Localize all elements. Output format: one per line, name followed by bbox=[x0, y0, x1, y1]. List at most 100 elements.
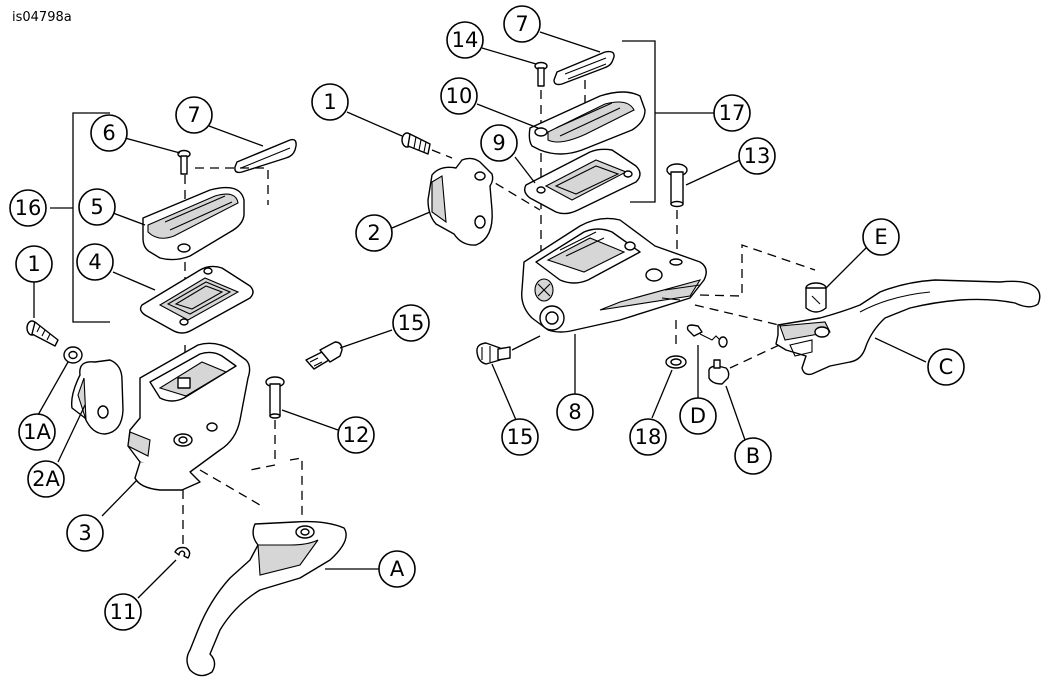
leader-15-right bbox=[491, 363, 517, 421]
part-3-master-cylinder-body bbox=[127, 342, 251, 491]
left-assembly bbox=[26, 112, 393, 677]
callout-3-text: 3 bbox=[78, 521, 91, 545]
leader-3 bbox=[101, 479, 138, 517]
callout-1-right: 1 bbox=[311, 83, 349, 121]
guide-line-body-lever bbox=[199, 469, 261, 506]
part-6-screw bbox=[177, 149, 191, 175]
leader-1a bbox=[37, 361, 69, 416]
leader-c bbox=[874, 337, 927, 363]
figure-id-label: is04798a bbox=[12, 10, 72, 25]
part-e-bushing bbox=[805, 282, 827, 313]
callout-8: 8 bbox=[556, 393, 594, 431]
guide-line-adjuster bbox=[729, 339, 791, 369]
part-c-lever bbox=[775, 279, 1041, 376]
bracket-16 bbox=[72, 112, 110, 323]
callout-7-right: 7 bbox=[503, 5, 541, 43]
callout-16-text: 16 bbox=[15, 196, 42, 220]
callout-12: 12 bbox=[337, 416, 375, 454]
leader-14 bbox=[481, 47, 537, 65]
leader-4 bbox=[112, 271, 156, 291]
leader-e bbox=[825, 247, 867, 289]
callout-b: B bbox=[734, 437, 772, 475]
guide-line-lever-a bbox=[289, 457, 303, 520]
right-assembly bbox=[346, 31, 1041, 441]
callout-2-text: 2 bbox=[367, 221, 380, 245]
part-1-right-bolt bbox=[401, 132, 431, 155]
callout-1-right-text: 1 bbox=[323, 90, 336, 114]
guide-line-lever-c-top bbox=[699, 244, 816, 297]
callout-2: 2 bbox=[355, 214, 393, 252]
callout-a: A bbox=[378, 550, 416, 588]
part-14-screw bbox=[534, 61, 548, 87]
leader-7-right bbox=[539, 31, 601, 53]
bracket-17 bbox=[622, 40, 656, 203]
leader-10 bbox=[476, 103, 539, 129]
callout-e: E bbox=[862, 218, 900, 256]
callout-17: 17 bbox=[713, 94, 751, 132]
part-10-cover bbox=[528, 91, 646, 155]
callout-7-left: 7 bbox=[175, 96, 213, 134]
callout-9-text: 9 bbox=[492, 131, 505, 155]
part-18-washer bbox=[665, 355, 687, 369]
part-4-diaphragm bbox=[139, 265, 254, 334]
guide-line-pin bbox=[249, 420, 276, 471]
callout-10-text: 10 bbox=[446, 84, 473, 108]
callout-2a: 2A bbox=[27, 460, 65, 498]
guide-line-lever-c-mid bbox=[694, 304, 801, 331]
callout-18: 18 bbox=[629, 418, 667, 456]
guide-line-bolt-right bbox=[431, 149, 541, 211]
callout-b-text: B bbox=[746, 444, 760, 468]
callout-5: 5 bbox=[78, 188, 116, 226]
part-d-spring bbox=[686, 324, 728, 348]
leader-b bbox=[725, 385, 746, 441]
part-13-pivot-pin bbox=[666, 163, 688, 208]
leader-1-right bbox=[346, 111, 403, 137]
leader-11 bbox=[137, 559, 177, 599]
callout-4-text: 4 bbox=[88, 250, 101, 274]
callout-15-right: 15 bbox=[501, 418, 539, 456]
callout-1a-text: 1A bbox=[23, 420, 51, 444]
part-15-right-fitting bbox=[476, 342, 511, 365]
callout-d: D bbox=[679, 397, 717, 435]
callout-11: 11 bbox=[104, 593, 142, 631]
part-8-master-cylinder-body bbox=[521, 217, 707, 333]
part-2a-clamp bbox=[70, 359, 124, 435]
guide-line-sight-glass bbox=[195, 167, 269, 205]
callout-1a: 1A bbox=[18, 413, 56, 451]
callout-6-text: 6 bbox=[102, 121, 115, 145]
callout-6: 6 bbox=[90, 114, 128, 152]
callout-13-text: 13 bbox=[744, 144, 771, 168]
callout-14: 14 bbox=[446, 21, 484, 59]
callout-2a-text: 2A bbox=[32, 467, 60, 491]
part-12-pivot-pin bbox=[265, 376, 285, 419]
leader-13 bbox=[685, 159, 741, 186]
callout-e-text: E bbox=[874, 225, 887, 249]
callout-18-text: 18 bbox=[635, 425, 662, 449]
part-5-cover bbox=[142, 186, 245, 261]
callout-8-text: 8 bbox=[568, 400, 581, 424]
callout-15-left: 15 bbox=[392, 304, 430, 342]
part-15-left-fitting bbox=[305, 341, 343, 370]
leader-2 bbox=[391, 211, 431, 229]
part-b-adjuster bbox=[708, 359, 730, 385]
leader-15-right-top bbox=[511, 335, 541, 351]
callout-1-left-text: 1 bbox=[27, 252, 40, 276]
callout-d-text: D bbox=[690, 404, 706, 428]
callout-14-text: 14 bbox=[452, 28, 479, 52]
callout-3: 3 bbox=[66, 514, 104, 552]
part-1-left-bolt bbox=[26, 320, 59, 347]
callout-4: 4 bbox=[76, 243, 114, 281]
callout-10: 10 bbox=[440, 77, 478, 115]
callout-9: 9 bbox=[480, 124, 518, 162]
callout-15-left-text: 15 bbox=[398, 311, 425, 335]
part-9-diaphragm bbox=[523, 148, 641, 215]
part-11-e-clip bbox=[174, 546, 191, 559]
callout-16: 16 bbox=[9, 189, 47, 227]
leader-7-left bbox=[208, 125, 264, 147]
callout-5-text: 5 bbox=[90, 195, 103, 219]
leader-15-left bbox=[339, 329, 393, 349]
callout-7-left-text: 7 bbox=[187, 103, 200, 127]
leader-6 bbox=[124, 137, 181, 154]
part-a-brake-lever bbox=[186, 520, 347, 677]
